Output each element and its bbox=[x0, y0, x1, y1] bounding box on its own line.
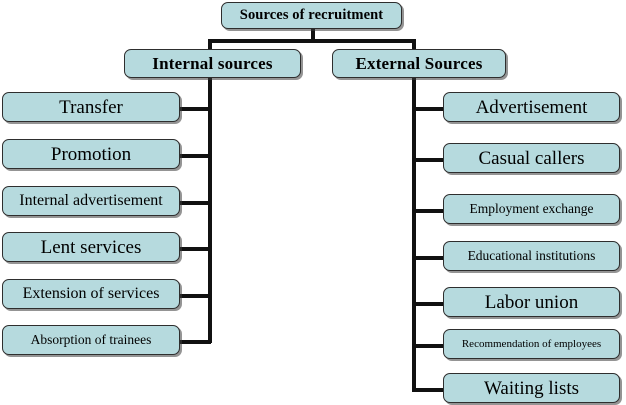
node-internal-advertisement[interactable]: Internal advertisement bbox=[2, 186, 180, 216]
node-internal-transfer[interactable]: Transfer bbox=[2, 92, 180, 122]
connector-external-stub-7 bbox=[412, 388, 445, 392]
connector-external-stub-5 bbox=[412, 302, 445, 306]
connector-internal-stub-4 bbox=[180, 247, 211, 251]
connector-external-drop bbox=[412, 39, 416, 51]
connector-external-stub-6 bbox=[412, 344, 445, 348]
node-external-recommendation-of-employees[interactable]: Recommendation of employees bbox=[443, 329, 620, 359]
node-internal-sources[interactable]: Internal sources bbox=[124, 49, 301, 78]
connector-external-stub-4 bbox=[412, 256, 445, 260]
connector-root-stem bbox=[311, 28, 315, 42]
connector-internal-drop bbox=[208, 39, 212, 51]
connector-external-stub-3 bbox=[412, 209, 445, 213]
connector-external-trunk bbox=[412, 78, 416, 391]
node-external-advertisement[interactable]: Advertisement bbox=[443, 92, 620, 122]
node-external-waiting-lists[interactable]: Waiting lists bbox=[443, 373, 620, 403]
connector-split-bar bbox=[208, 39, 415, 43]
connector-internal-trunk bbox=[208, 78, 212, 343]
node-root-sources-of-recruitment[interactable]: Sources of recruitment bbox=[221, 2, 402, 29]
node-external-casual-callers[interactable]: Casual callers bbox=[443, 143, 620, 173]
connector-internal-stub-1 bbox=[180, 107, 211, 111]
connector-external-stub-1 bbox=[412, 107, 445, 111]
node-external-sources[interactable]: External Sources bbox=[332, 49, 506, 78]
node-internal-extension-of-services[interactable]: Extension of services bbox=[2, 279, 180, 309]
connector-internal-stub-2 bbox=[180, 154, 211, 158]
connector-internal-stub-5 bbox=[180, 294, 211, 298]
connector-internal-stub-6 bbox=[180, 340, 211, 344]
node-internal-absorption-of-trainees[interactable]: Absorption of trainees bbox=[2, 325, 180, 355]
node-external-employment-exchange[interactable]: Employment exchange bbox=[443, 194, 620, 224]
connector-external-stub-2 bbox=[412, 158, 445, 162]
node-internal-lent-services[interactable]: Lent services bbox=[2, 232, 180, 262]
node-external-labor-union[interactable]: Labor union bbox=[443, 287, 620, 317]
connector-internal-stub-3 bbox=[180, 201, 211, 205]
node-external-educational-institutions[interactable]: Educational institutions bbox=[443, 241, 620, 271]
node-internal-promotion[interactable]: Promotion bbox=[2, 139, 180, 169]
